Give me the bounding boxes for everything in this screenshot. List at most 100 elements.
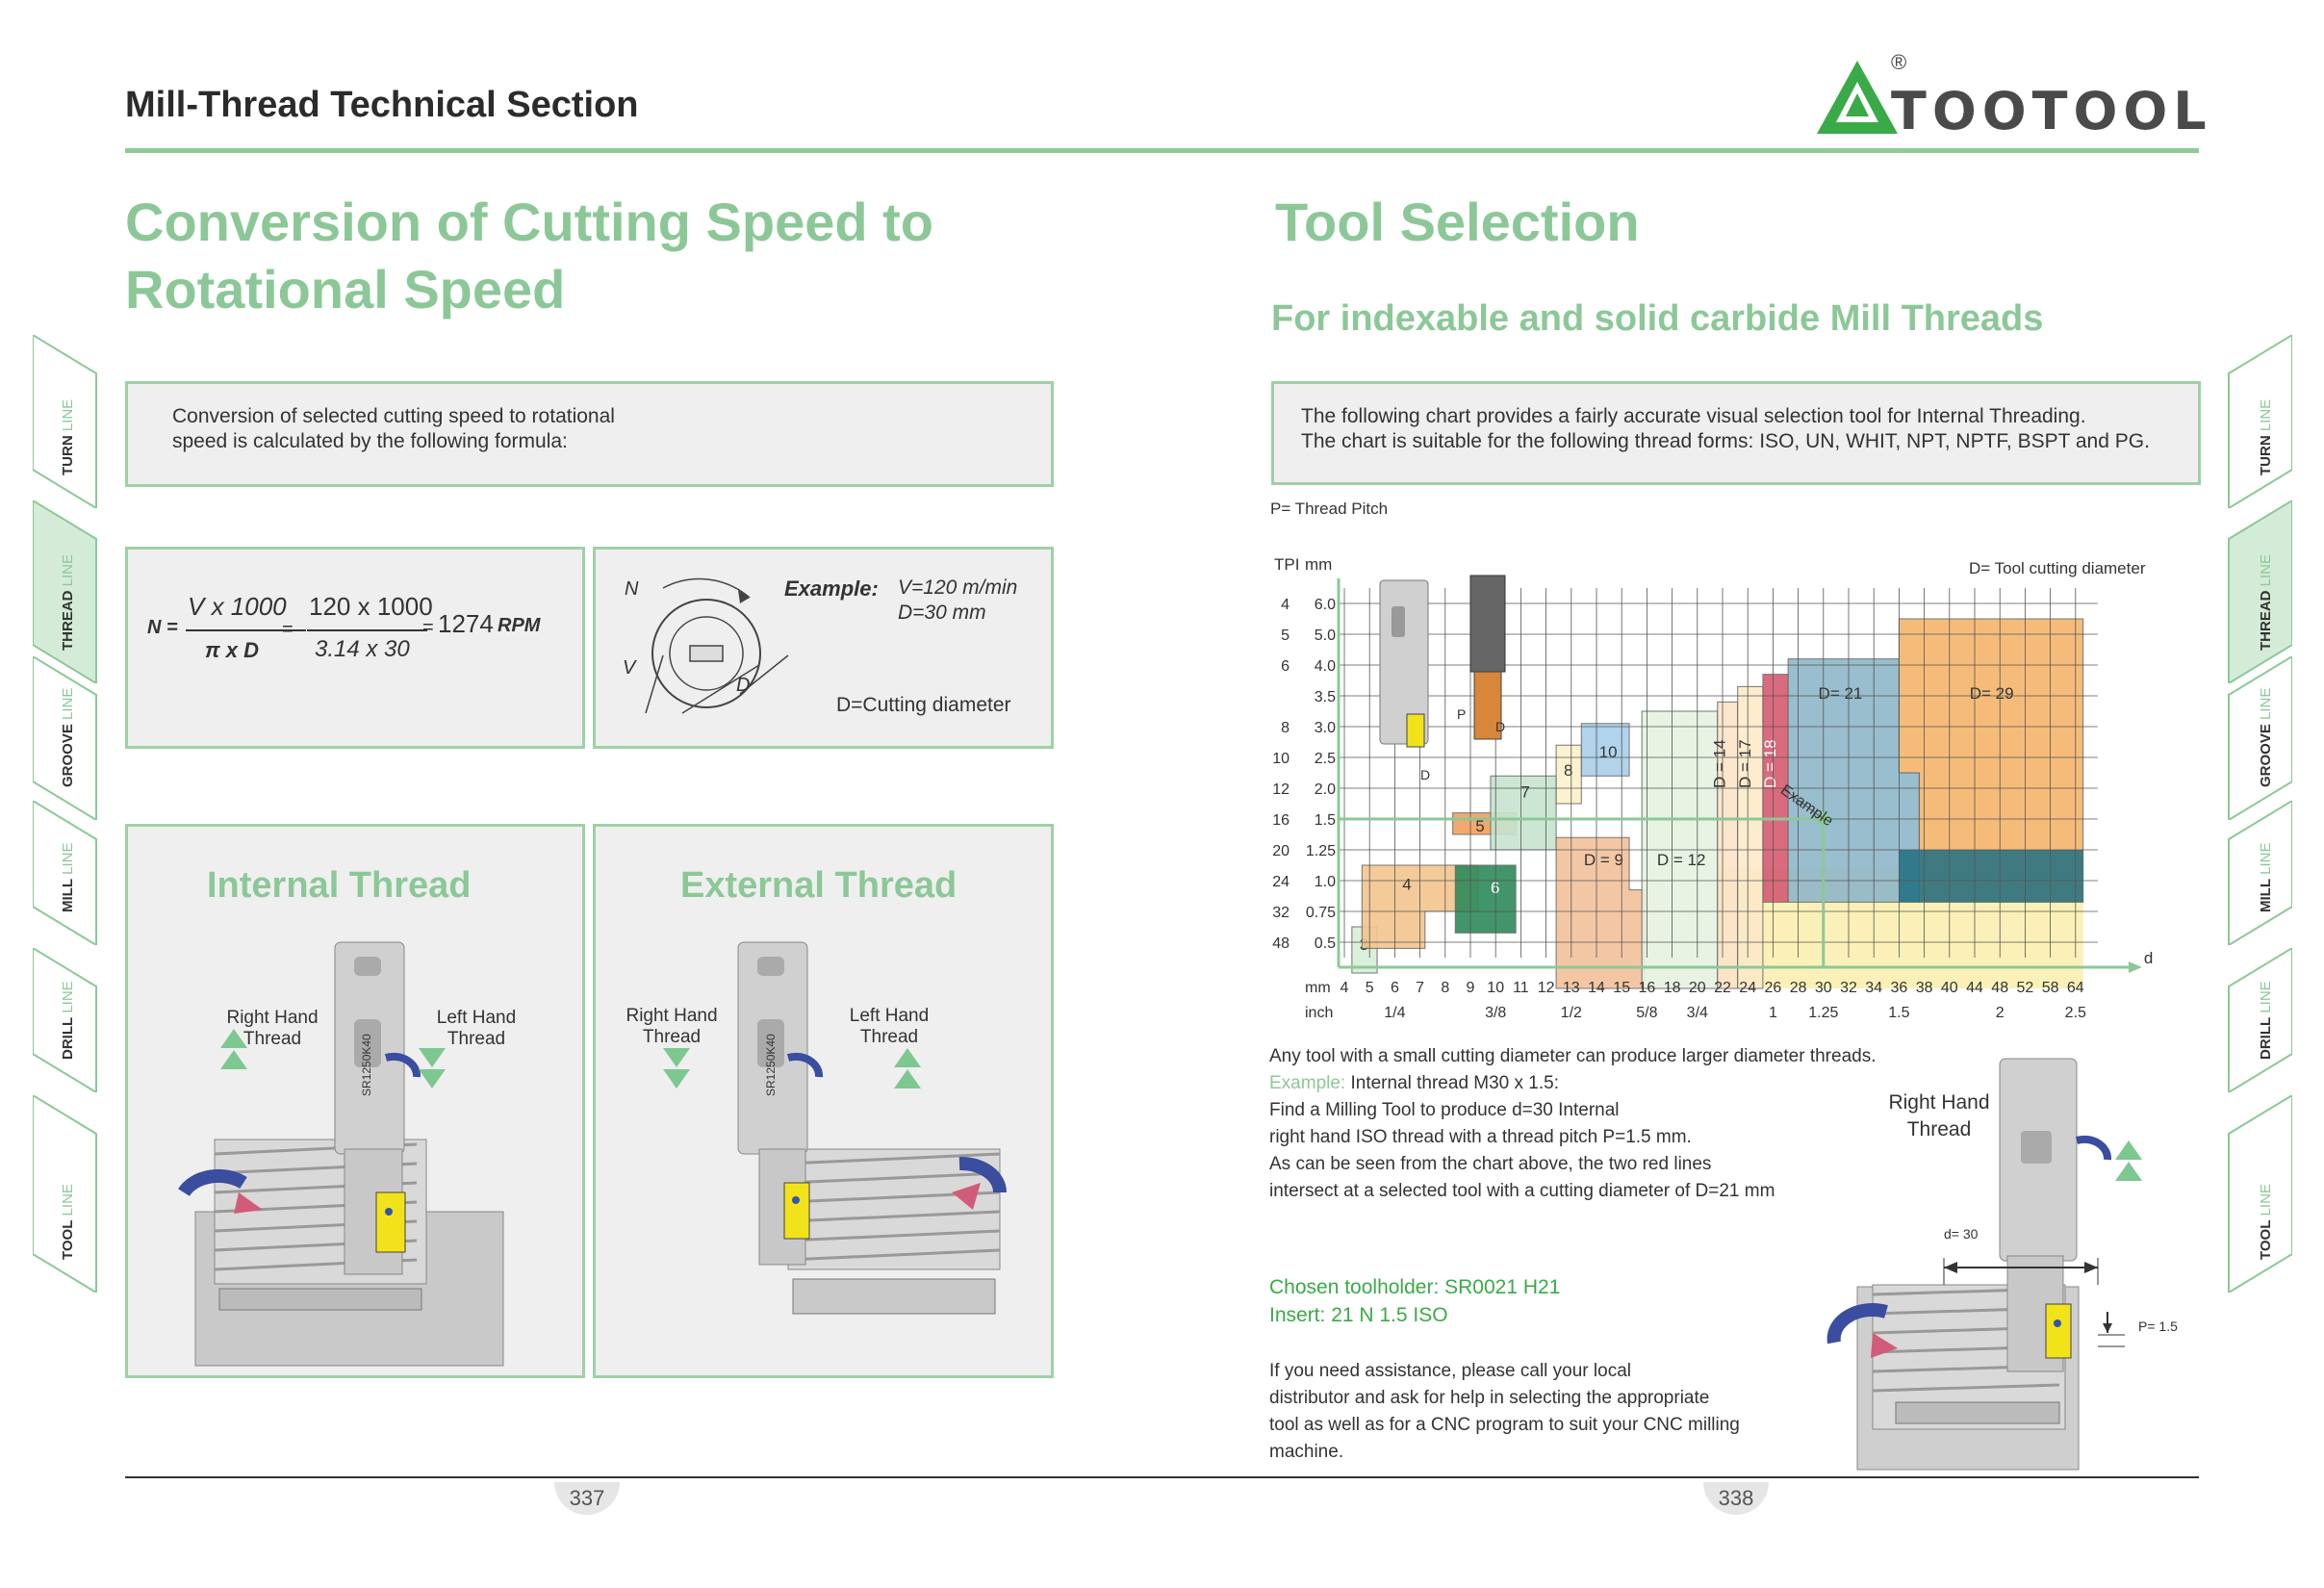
side-tab-turn[interactable]: TURN LINE	[2225, 335, 2292, 508]
side-tab-label: TOOL LINE	[60, 1184, 76, 1260]
formula-result: 1274	[438, 609, 494, 638]
external-thread-illustration-icon: SR1250K40	[663, 941, 1008, 1315]
chart-tool2-shank	[1469, 575, 1506, 673]
formula-num2: 120 x 1000	[309, 592, 433, 621]
chart-x-tick-mm: 12	[1538, 980, 1555, 996]
formula-den1: π x D	[205, 638, 260, 662]
formula-eq1: =	[282, 619, 294, 640]
chart-x-tick-mm: 11	[1513, 980, 1529, 996]
chart-y-tick-tpi: 8	[1281, 720, 1290, 736]
chart-svg: 34567810D = 9D = 12D = 14D = 17D = 18D= …	[1270, 499, 2153, 1021]
chart-x-tick-mm: 30	[1815, 980, 1832, 996]
chart-region-strip	[1899, 850, 2083, 903]
chart-example-point	[1816, 812, 1830, 826]
side-tab-groove[interactable]: GROOVE LINE	[2225, 656, 2292, 820]
chart-y-tick-mm: 0.75	[1306, 905, 1336, 921]
chart-tool2-flutes	[1473, 671, 1502, 740]
illus-d-label: d= 30	[1944, 1226, 1979, 1242]
footer-divider	[125, 1476, 2199, 1478]
chart-x-tick-inch: 3/8	[1485, 1005, 1506, 1021]
side-tab-label: THREAD LINE	[60, 553, 76, 651]
chart-region-label: D= 21	[1819, 684, 1863, 703]
right-intro-line1: The following chart provides a fairly ac…	[1301, 405, 2086, 427]
side-tab-mill[interactable]: MILL LINE	[2225, 801, 2292, 945]
chart-region-label: D = 14	[1711, 739, 1729, 788]
chart-y-tick-mm: 0.5	[1315, 935, 1336, 952]
page-number-left: 337	[569, 1486, 605, 1510]
chart-y-tick-mm: 3.0	[1315, 720, 1336, 736]
chart-x-tick-mm: 28	[1790, 980, 1807, 996]
side-tab-tool[interactable]: TOOL LINE	[2225, 1095, 2292, 1293]
chart-region-label: 10	[1599, 743, 1618, 761]
chart-y-tick-tpi: 32	[1272, 905, 1290, 921]
side-tab-mill[interactable]: MILL LINE	[33, 801, 100, 945]
chart-region-label: 6	[1491, 879, 1499, 897]
side-tab-drill[interactable]: DRILL LINE	[33, 948, 100, 1092]
chart-region-label: 7	[1520, 783, 1529, 802]
internal-left-thread: Thread	[447, 1029, 506, 1049]
chart-region	[1555, 744, 1582, 805]
example-label-text: Example:	[1269, 1073, 1346, 1093]
chart-legend-note: D= Tool cutting diameter	[1969, 559, 2146, 577]
side-tab-drill[interactable]: DRILL LINE	[2225, 948, 2292, 1092]
body-line3: Find a Milling Tool to produce d=30 Inte…	[1269, 1100, 1620, 1120]
left-heading-line1: Conversion of Cutting Speed to	[125, 192, 933, 252]
body-line5: As can be seen from the chart above, the…	[1269, 1154, 1712, 1174]
side-tab-label: DRILL LINE	[2258, 981, 2274, 1060]
external-thread-panel: External Thread Right Hand Thread Left H…	[593, 824, 1054, 1378]
chart-y-tick-mm: 1.0	[1315, 874, 1336, 890]
left-intro-line1: Conversion of selected cutting speed to …	[172, 405, 615, 427]
chart-x-tick-mm: 48	[1991, 980, 2008, 996]
formula-n: N =	[147, 617, 178, 638]
assist-line4: machine.	[1269, 1442, 1344, 1462]
chart-region-label: D= 29	[1970, 684, 2014, 703]
chart-region-label: D = 12	[1657, 851, 1706, 869]
chart-x-tick-mm: 16	[1639, 980, 1656, 996]
chart-x-tick-mm: 4	[1341, 980, 1349, 996]
external-thread-title: External Thread	[680, 865, 958, 906]
chart-x-tick-inch: 1/4	[1384, 1005, 1405, 1021]
chart-x-tick-mm: 14	[1588, 980, 1605, 996]
chart-x-tick-mm: 5	[1366, 980, 1374, 996]
chart-region-label: D = 17	[1736, 739, 1754, 788]
side-tab-label: THREAD LINE	[2258, 553, 2274, 651]
chart-tool1-slot	[1392, 606, 1405, 637]
formula-den2: 3.14 x 30	[315, 636, 410, 662]
left-intro-box: Conversion of selected cutting speed to …	[125, 381, 1054, 487]
chart-region	[1454, 864, 1517, 934]
chart-y-tick-tpi: 5	[1281, 628, 1290, 644]
registered-mark: ®	[1891, 50, 1907, 74]
body-line1: Any tool with a small cutting diameter c…	[1269, 1046, 1877, 1066]
chart-tpi-header: TPI	[1274, 555, 1299, 574]
example-v: V=120 m/min	[898, 576, 1018, 599]
side-tab-groove[interactable]: GROOVE LINE	[33, 656, 100, 820]
example-n-letter: N	[625, 578, 639, 600]
chart-y-tick-mm: 2.0	[1315, 781, 1336, 798]
side-tab-turn[interactable]: TURN LINE	[33, 335, 100, 508]
chart-region-label: 8	[1564, 761, 1572, 780]
side-tab-label: GROOVE LINE	[60, 687, 76, 787]
right-heading: Tool Selection	[1275, 192, 1640, 252]
external-left-hand: Left Hand	[849, 1006, 930, 1026]
chart-x-tick-mm: 44	[1966, 980, 1983, 996]
chart-y-tick-tpi: 48	[1272, 935, 1290, 952]
chart-x-tick-mm: 20	[1689, 980, 1706, 996]
chart-mm-header: mm	[1305, 555, 1332, 574]
example-v-letter: V	[623, 657, 636, 679]
body-line2: Example: Internal thread M30 x 1.5:	[1269, 1073, 1559, 1093]
side-tab-label: TURN LINE	[60, 398, 76, 475]
side-tab-thread[interactable]: THREAD LINE	[2225, 500, 2292, 683]
side-tab-label: GROOVE LINE	[2258, 687, 2274, 787]
chart-x-tick-mm: 64	[2067, 980, 2084, 996]
assist-line2: distributor and ask for help in selectin…	[1269, 1388, 1710, 1408]
chart-x-tick-mm: 26	[1765, 980, 1782, 996]
external-right-hand: Right Hand	[626, 1006, 718, 1026]
side-tab-thread[interactable]: THREAD LINE	[33, 500, 100, 683]
tool-selection-chart: 34567810D = 9D = 12D = 14D = 17D = 18D= …	[1266, 499, 2200, 1030]
chart-x-tick-inch: 2.5	[2065, 1005, 2086, 1021]
body-line6: intersect at a selected tool with a cutt…	[1269, 1181, 1775, 1201]
example-label: Example:	[784, 576, 879, 601]
side-tab-tool[interactable]: TOOL LINE	[33, 1095, 100, 1293]
chart-region-label: 4	[1402, 876, 1411, 894]
assist-line3: tool as well as for a CNC program to sui…	[1269, 1415, 1740, 1435]
